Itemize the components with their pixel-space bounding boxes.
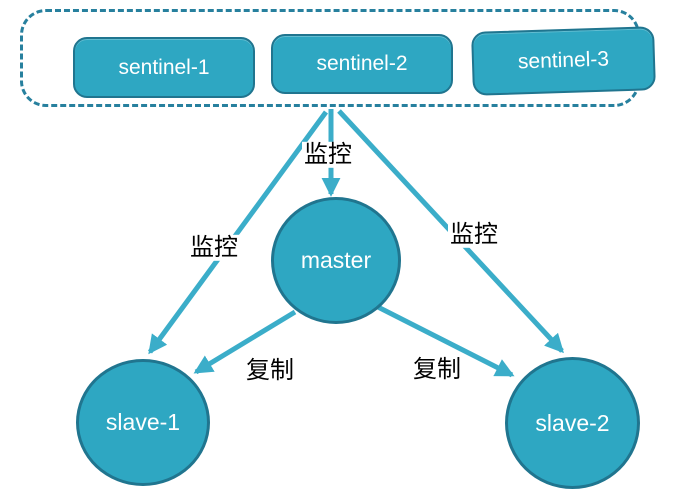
edge-label-monitor-left: 监控: [188, 234, 240, 262]
edge-label-replicate-right: 复制: [411, 356, 463, 384]
node-sentinel-3-label: sentinel-3: [517, 47, 610, 74]
node-sentinel-2-label: sentinel-2: [316, 52, 408, 75]
node-sentinel-1: sentinel-1: [73, 37, 255, 98]
node-slave-2: slave-2: [505, 357, 640, 489]
node-master: master: [271, 197, 401, 324]
node-sentinel-1-label: sentinel-1: [118, 55, 210, 79]
edge-label-replicate-left: 复制: [244, 357, 296, 385]
node-slave-1: slave-1: [76, 359, 210, 486]
edge-label-monitor-center: 监控: [302, 141, 354, 169]
node-sentinel-3: sentinel-3: [471, 26, 656, 96]
node-master-label: master: [300, 247, 372, 273]
node-sentinel-2: sentinel-2: [271, 34, 453, 94]
node-slave-1-label: slave-1: [105, 409, 181, 435]
edge-label-monitor-right: 监控: [448, 221, 500, 249]
sentinel-group-container: sentinel-1 sentinel-2 sentinel-3: [20, 9, 656, 107]
node-slave-2-label: slave-2: [535, 409, 610, 436]
